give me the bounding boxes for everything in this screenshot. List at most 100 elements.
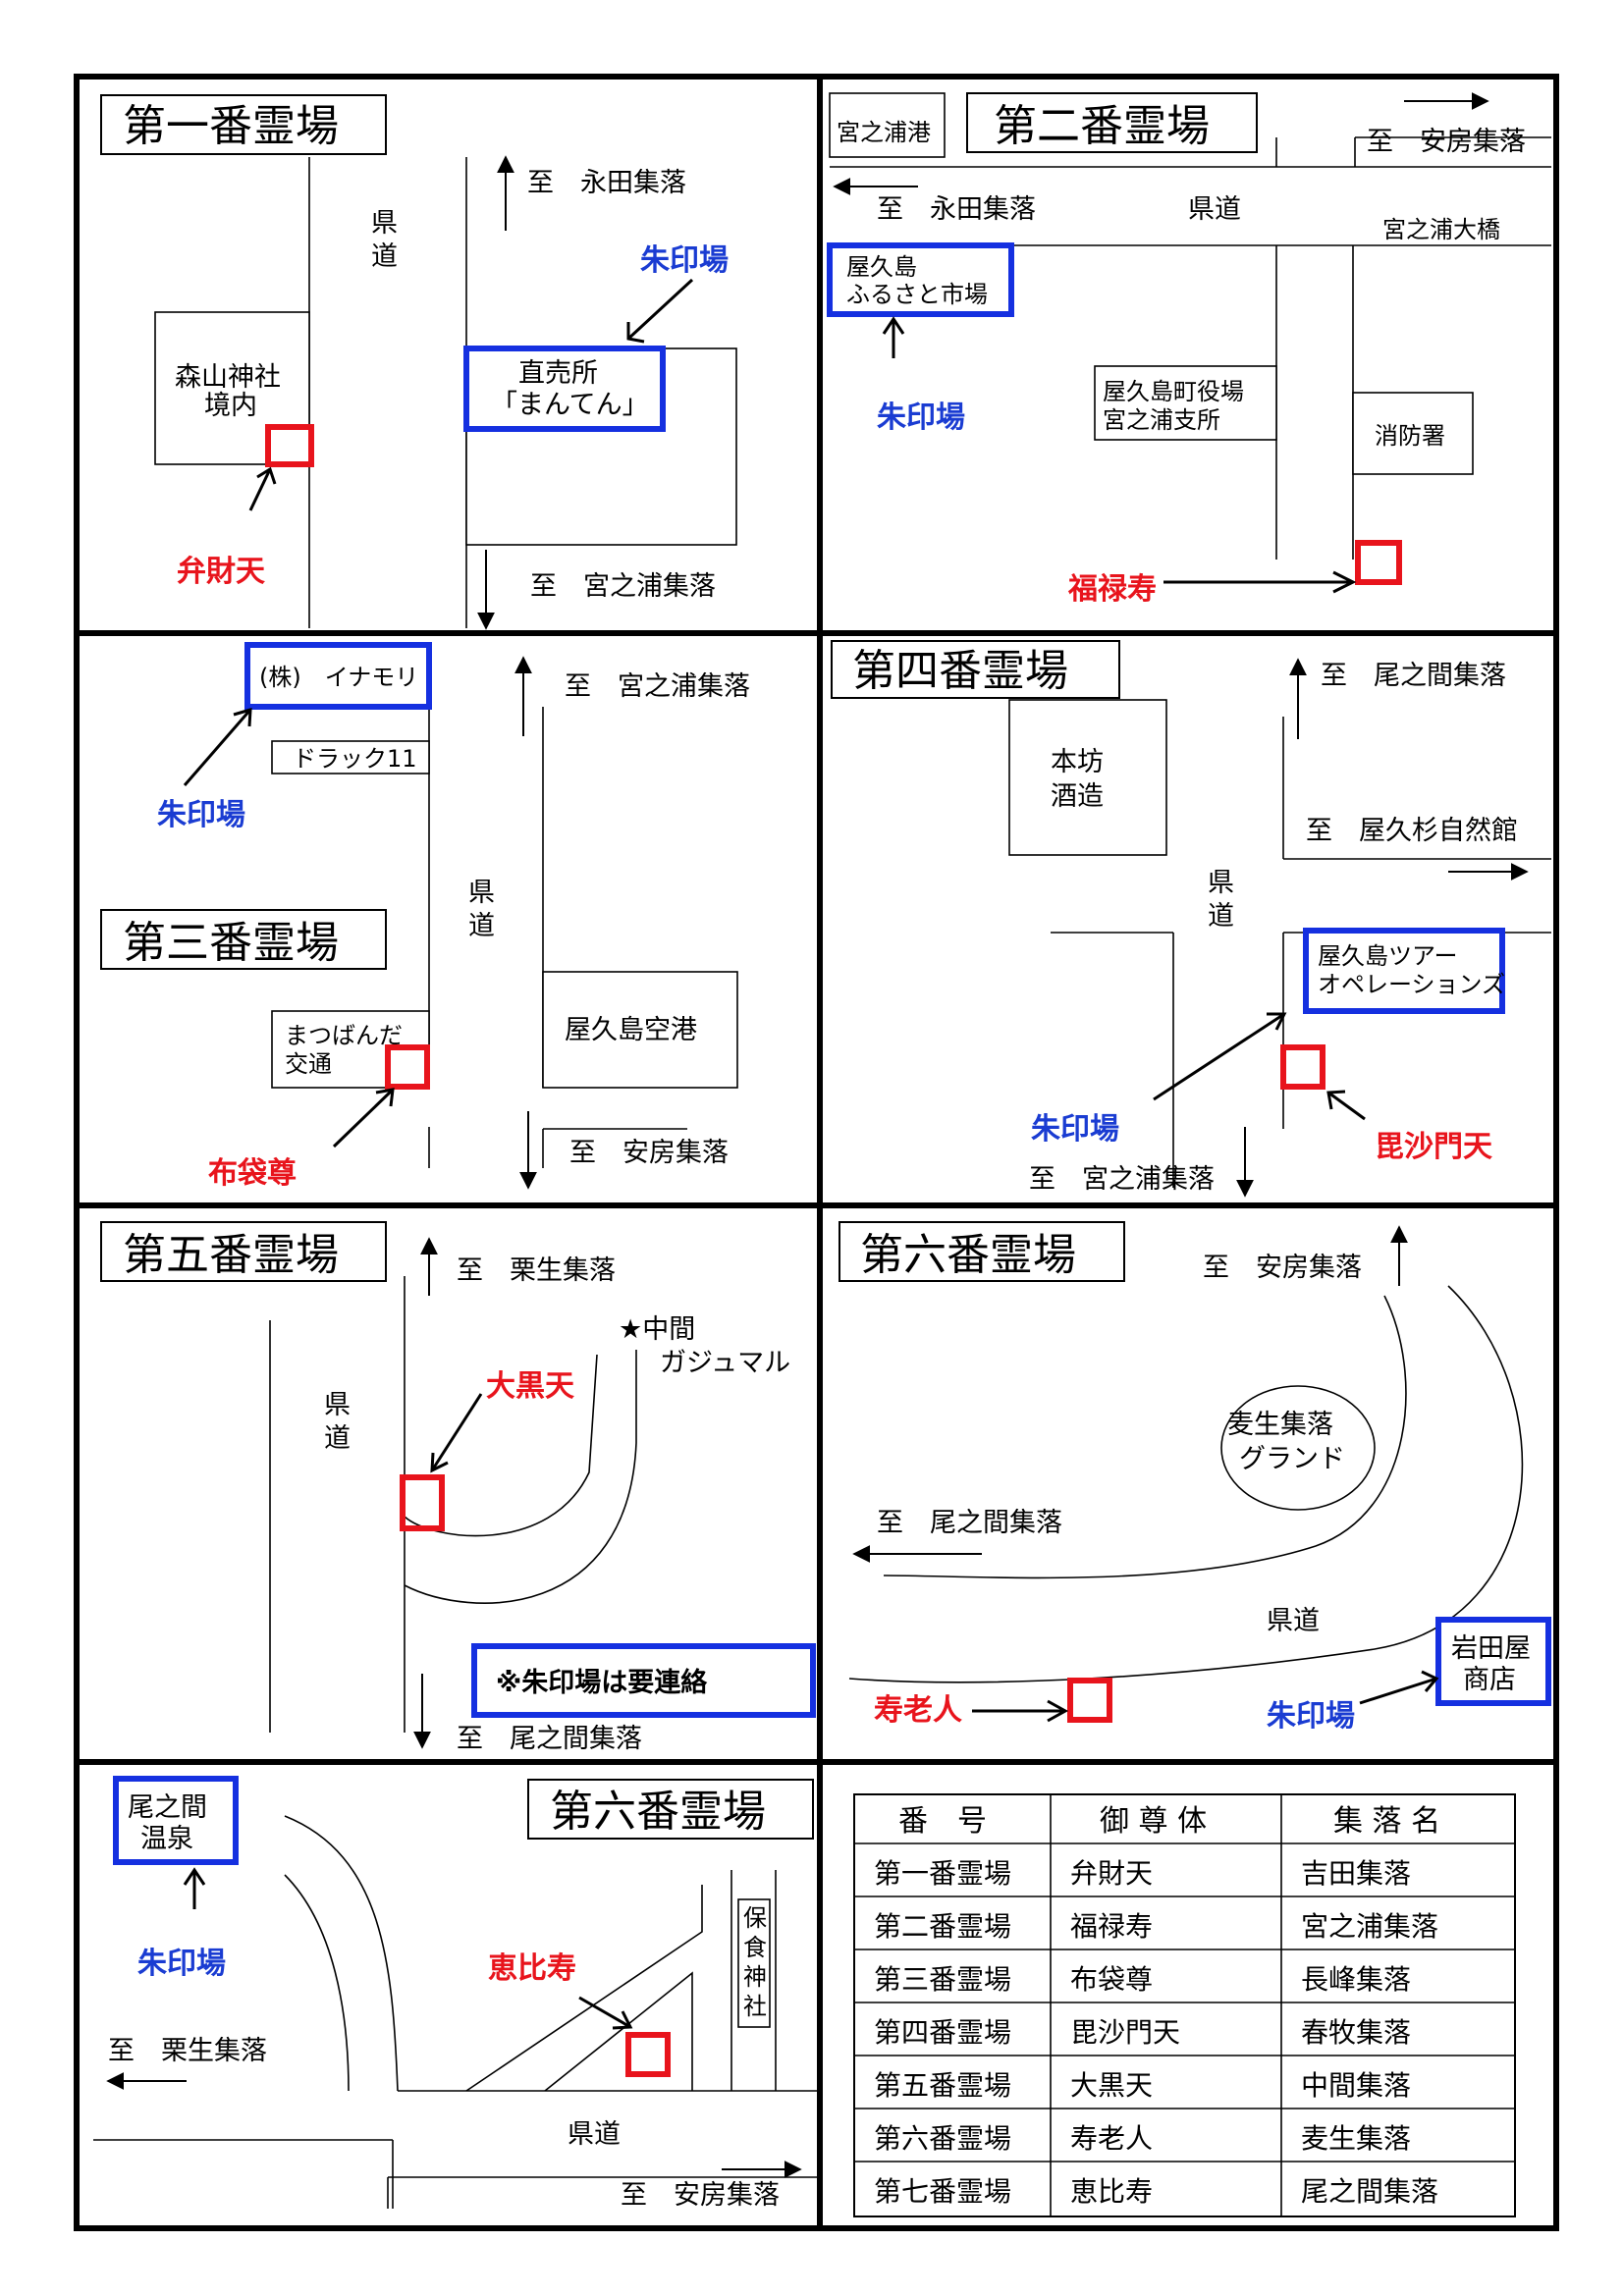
bridge-label: 宮之浦大橋 — [1382, 216, 1500, 243]
brewery-block — [1008, 699, 1167, 856]
table-cell: 第一番霊場 — [874, 1857, 1011, 1890]
panel-3-road-label-2: 道 — [468, 911, 495, 941]
drugstore-label: ドラック11 — [293, 745, 417, 773]
panel-6-to-west: 至 尾之間集落 — [877, 1508, 1062, 1538]
taxi-name-1: まつばんだ — [285, 1022, 403, 1049]
company-label: (株) イナモリ — [259, 664, 418, 691]
port-label: 宮之浦港 — [837, 119, 931, 146]
shrine-char-1: 保 — [743, 1904, 767, 1932]
shrine-char-3: 神 — [743, 1963, 767, 1991]
panel-7-stamp-label: 朱印場 — [137, 1947, 226, 1981]
panel-6-road-label: 県道 — [1267, 1606, 1320, 1636]
panel-7-title-box — [527, 1779, 814, 1840]
panel-1-title-box — [100, 94, 387, 155]
pointer-arrow-icon — [248, 468, 272, 511]
panel-7-deity-label: 恵比寿 — [488, 1951, 576, 1986]
table-cell: 第四番霊場 — [874, 2016, 1011, 2049]
pointer-arrow-icon — [1153, 1012, 1285, 1101]
panel-2-map: 宮之浦港 第二番霊場 至 安房集落 至 永田集落 県道 宮之浦大橋 屋久島 ふる… — [827, 92, 1551, 607]
panel-3-stamp-label: 朱印場 — [157, 798, 245, 832]
panel-3-deity-label: 布袋尊 — [208, 1156, 297, 1191]
panel-5-deity-label: 大黒天 — [486, 1369, 574, 1404]
panel-3-to-south: 至 安房集落 — [569, 1138, 729, 1168]
table-cell: 大黒天 — [1070, 2069, 1153, 2102]
table-header-2: 御 尊 体 — [1100, 1804, 1207, 1839]
panel-5-to-south: 至 尾之間集落 — [457, 1724, 642, 1754]
panel-2-to-east: 至 安房集落 — [1367, 127, 1526, 157]
panel-2-title-box — [966, 92, 1258, 153]
panel-6-map: 第六番霊場 至 安房集落 麦生集落 グランド 至 尾之間集落 県道 岩田屋 商店… — [839, 1221, 1551, 1734]
office-name-2: 宮之浦支所 — [1103, 406, 1220, 434]
town-office-block — [1094, 365, 1277, 441]
store-name-1: 岩田屋 — [1451, 1633, 1531, 1664]
tree-name-2: ガジュマル — [660, 1348, 790, 1378]
panel-7-map: 尾之間 温泉 第六番霊場 朱印場 至 栗生集落 保 食 神 社 恵比寿 県道 至… — [93, 1776, 820, 2211]
panel-4-road-label-2: 道 — [1208, 901, 1234, 932]
panel-6-title-box — [839, 1221, 1125, 1282]
pointer-arrow-icon — [430, 1393, 483, 1471]
panel-7-title: 第六番霊場 — [550, 1787, 766, 1837]
panel-3-title: 第三番霊場 — [123, 918, 339, 968]
panel-5-title: 第五番霊場 — [123, 1230, 339, 1280]
table-cell: 第三番霊場 — [874, 1963, 1011, 1996]
panel-4-title-box — [831, 640, 1120, 699]
onsen-name-1: 尾之間 — [128, 1792, 207, 1823]
panel-5-road-label-2: 道 — [324, 1423, 351, 1454]
table-cell: 第六番霊場 — [874, 2122, 1011, 2155]
panel-7-road-label: 県道 — [568, 2119, 621, 2150]
panel-2-stamp-label: 朱印場 — [877, 400, 965, 435]
brewery-name-1: 本坊 — [1051, 747, 1104, 777]
stamp-location-box — [463, 346, 666, 432]
panel-6-deity-label: 寿老人 — [874, 1693, 962, 1728]
table-header-1: 番 号 — [898, 1804, 987, 1839]
store-name-2: 商店 — [1463, 1665, 1516, 1695]
panel-3-map: (株) イナモリ ドラック11 朱印場 至 宮之浦集落 県 道 第三番霊場 屋久… — [100, 642, 750, 1191]
panel-6-title: 第六番霊場 — [860, 1230, 1076, 1280]
table-cell: 恵比寿 — [1070, 2175, 1153, 2208]
panel-2-title: 第二番霊場 — [994, 101, 1210, 151]
panel-1-road-label-1: 県 — [371, 208, 398, 239]
panel-1-to-south: 至 宮之浦集落 — [530, 571, 716, 602]
table-cell: 第五番霊場 — [874, 2069, 1011, 2102]
deity-marker — [1280, 1044, 1325, 1090]
deity-marker — [400, 1474, 445, 1531]
panel-3-to-north: 至 宮之浦集落 — [565, 671, 750, 702]
panel-5-title-box — [100, 1221, 387, 1282]
shrine-name-2: 境内 — [204, 391, 257, 421]
panel-3-road-label-1: 県 — [468, 878, 495, 908]
drugstore-block — [271, 740, 430, 774]
panel-1-deity-label: 弁財天 — [177, 555, 265, 589]
ground-name-1: 麦生集落 — [1227, 1410, 1333, 1440]
deity-marker — [625, 2032, 671, 2077]
port-box — [829, 92, 946, 158]
table-cell: 春牧集落 — [1301, 2016, 1411, 2049]
table-cell: 尾之間集落 — [1301, 2175, 1438, 2208]
pointer-arrow-icon — [183, 709, 252, 786]
panel-2-to-west: 至 永田集落 — [877, 194, 1036, 225]
market-name-1: 屋久島 — [846, 253, 917, 281]
shrine-char-4: 社 — [743, 1993, 767, 2020]
deity-marker — [385, 1044, 430, 1090]
airport-block — [542, 971, 738, 1089]
airport-label: 屋久島空港 — [565, 1015, 697, 1045]
panel-2-road-label: 県道 — [1188, 194, 1241, 225]
tree-name-1: ★中間 — [619, 1314, 695, 1345]
tour-name-1: 屋久島ツアー — [1318, 942, 1458, 970]
panel-4-map: 第四番霊場 本坊 酒造 至 尾之間集落 至 屋久杉自然館 県 道 屋久島ツアー … — [831, 640, 1551, 1198]
table-cell: 弁財天 — [1070, 1857, 1153, 1890]
panel-4-road-label-1: 県 — [1208, 868, 1234, 898]
panel-6-to-north: 至 安房集落 — [1203, 1253, 1362, 1283]
panel-4-to-east: 至 屋久杉自然館 — [1306, 816, 1518, 846]
pointer-arrow-icon — [626, 278, 694, 341]
shop-name-2: 「まんてん」 — [491, 390, 649, 420]
panel-4-to-north: 至 尾之間集落 — [1321, 661, 1506, 691]
stamp-location-box — [1303, 928, 1505, 1014]
notice-text: ※朱印場は要連絡 — [496, 1667, 708, 1698]
pointer-arrow-icon — [332, 1088, 395, 1148]
tour-name-2: オペレーションズ — [1318, 971, 1505, 998]
shrine-name-1: 森山神社 — [175, 362, 281, 393]
panel-1-title: 第一番霊場 — [123, 101, 339, 151]
panel-4-to-south: 至 宮之浦集落 — [1029, 1164, 1215, 1195]
panel-1-to-north: 至 永田集落 — [527, 168, 686, 198]
